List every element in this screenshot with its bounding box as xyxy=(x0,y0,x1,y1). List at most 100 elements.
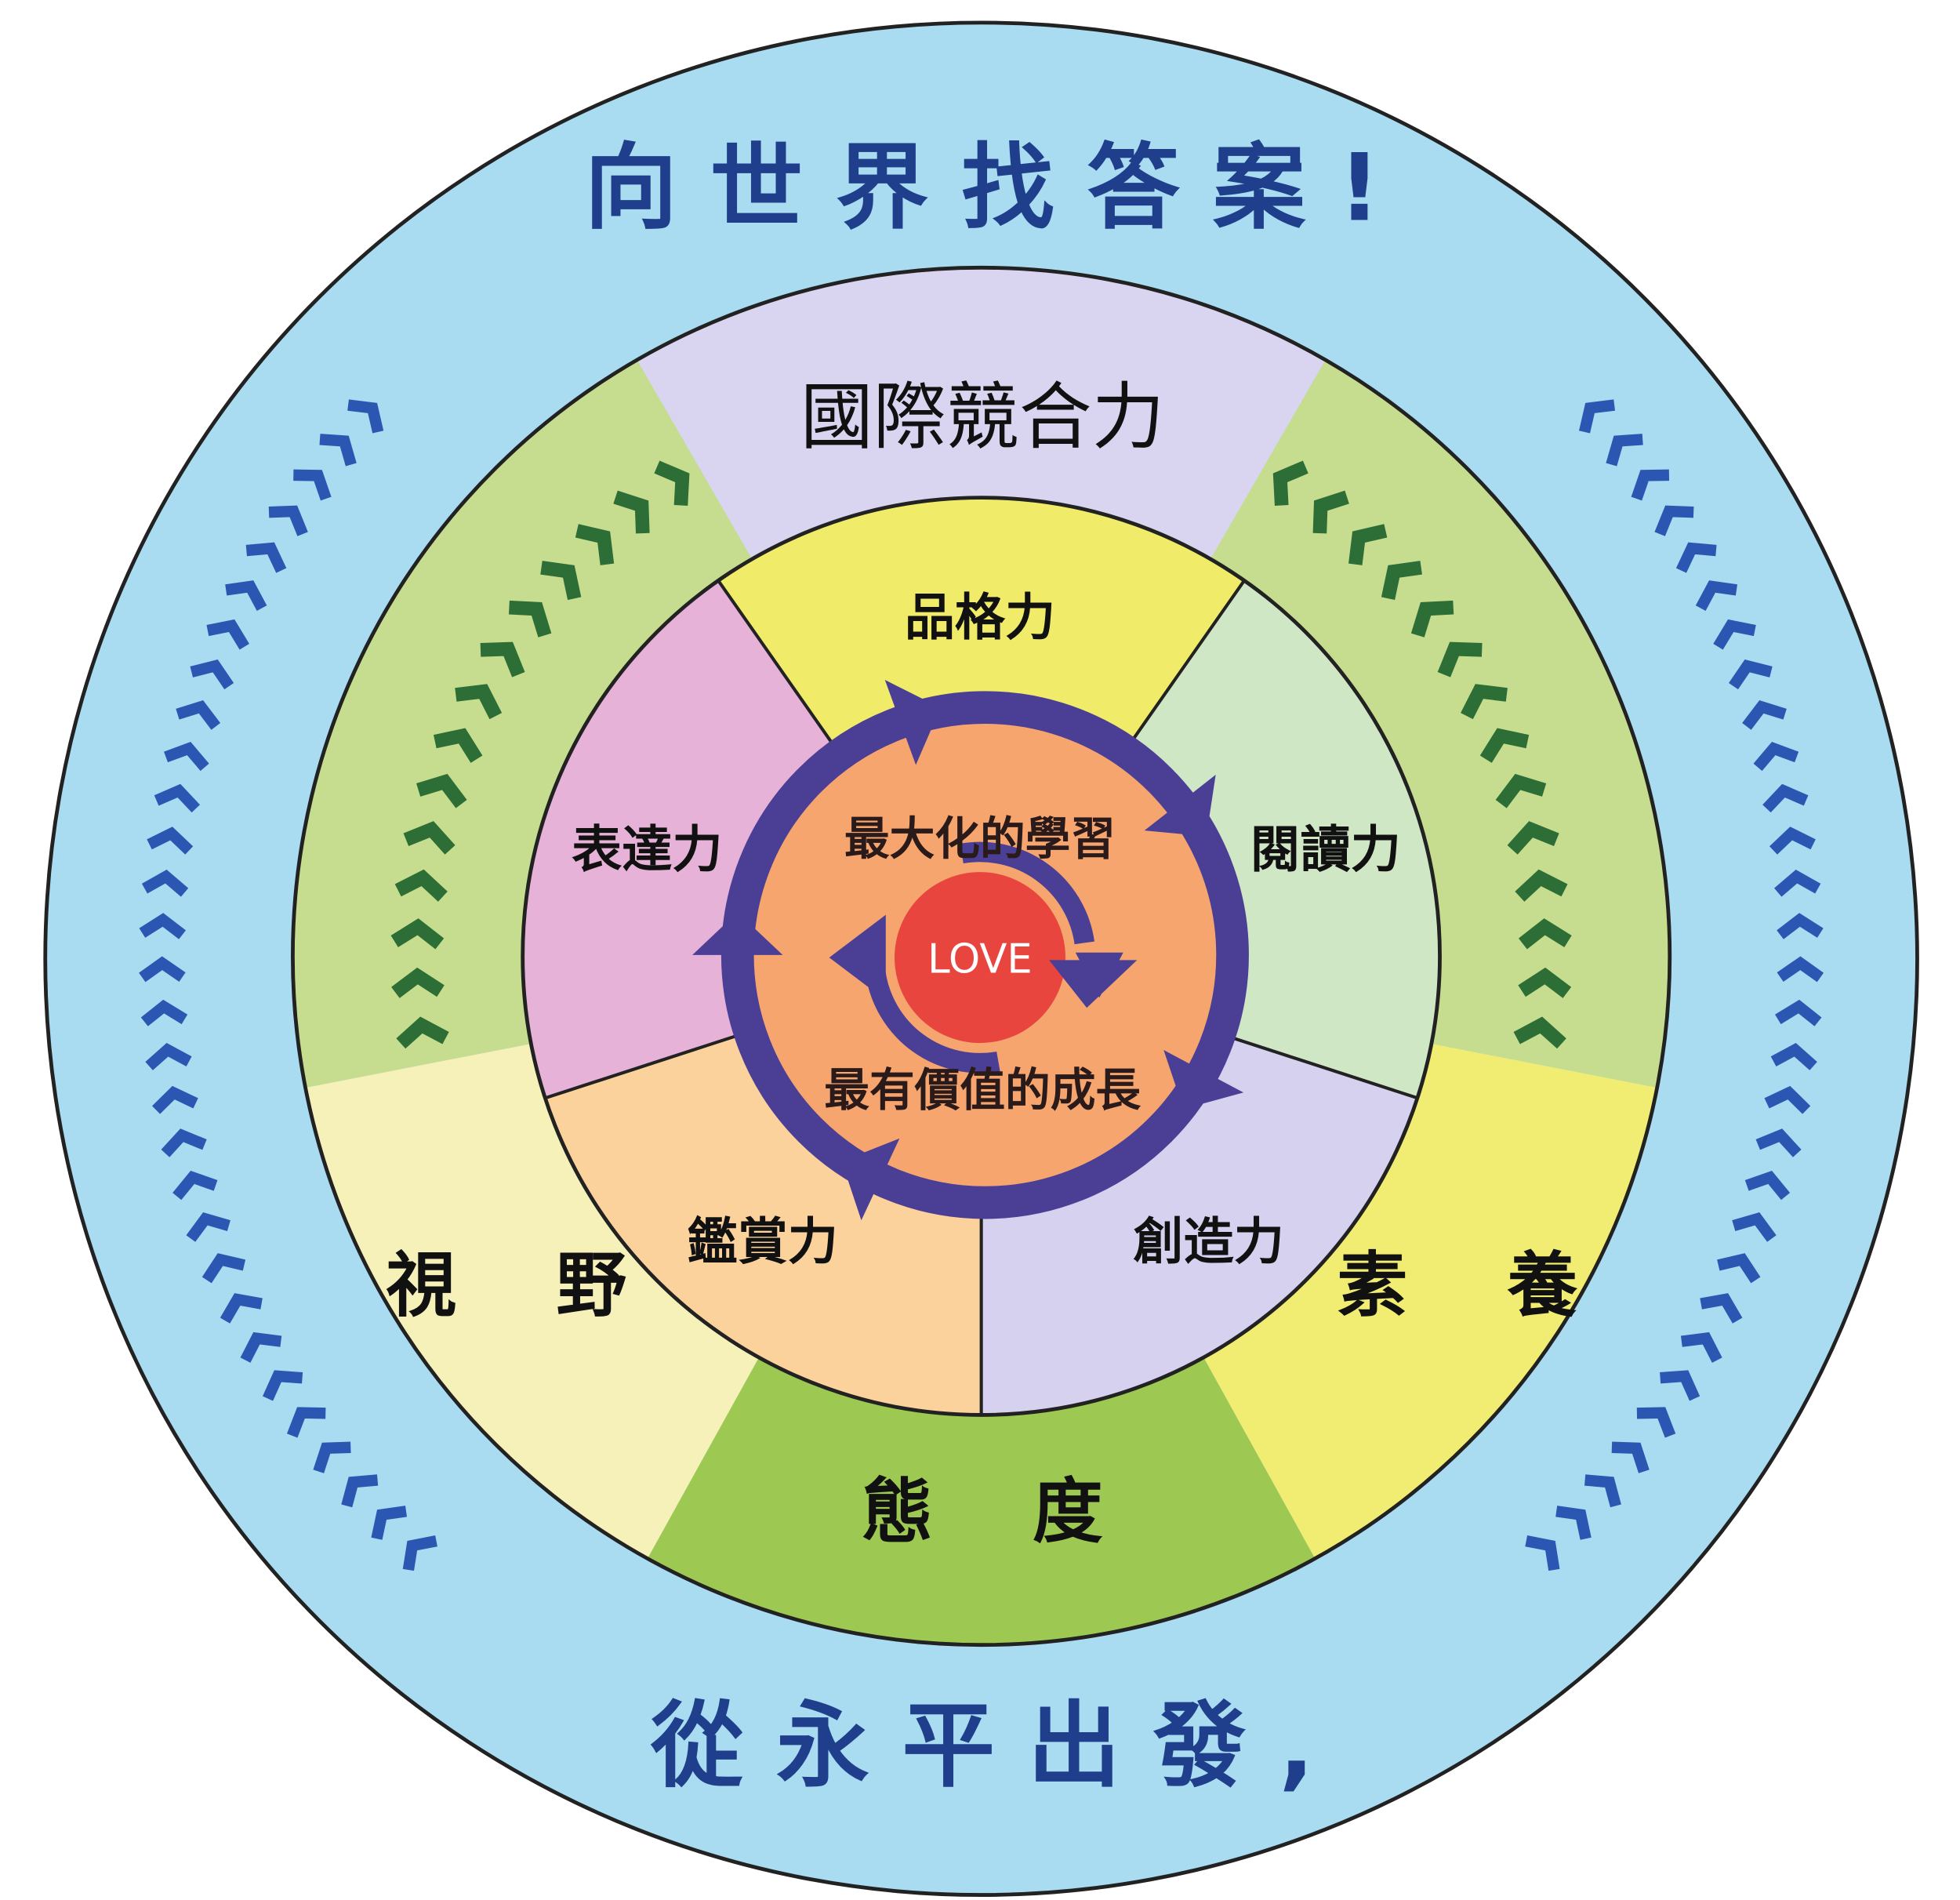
chevron-icon xyxy=(416,773,467,808)
chevron-icon xyxy=(1495,773,1547,808)
cycle-arrowhead-icon xyxy=(884,680,941,765)
chevron-icon xyxy=(1584,1474,1621,1508)
chevron-icon xyxy=(190,659,234,690)
chevron-icon xyxy=(1675,542,1717,573)
chevron-icon xyxy=(575,524,615,565)
label-maximized-learning: 最大化的學習 xyxy=(844,812,1116,866)
chevron-icon xyxy=(1660,1370,1700,1401)
chevron-icon xyxy=(147,826,194,855)
chevron-icon xyxy=(201,1253,246,1284)
chevron-icon xyxy=(1636,1407,1676,1438)
label-attitude: 態 度 xyxy=(862,1471,1141,1553)
chevron-icon xyxy=(1742,700,1787,730)
cycle-arrowhead-icon xyxy=(1163,1050,1244,1110)
chevron-icon xyxy=(1700,1293,1743,1324)
chevron-icon xyxy=(1525,1535,1560,1571)
chevron-icon xyxy=(434,728,483,763)
chevron-icon xyxy=(1770,1042,1817,1070)
label-vision: 視 野 xyxy=(386,1245,664,1327)
chevron-icon xyxy=(161,1128,207,1157)
chevron-icon xyxy=(1777,913,1824,939)
label-creativity: 創造力 xyxy=(1134,1214,1284,1272)
chevron-icon xyxy=(654,460,690,506)
chevron-icon xyxy=(391,967,445,998)
label-literacy: 素 養 xyxy=(1338,1245,1616,1327)
chevron-icon xyxy=(1479,728,1530,763)
chevron-icon xyxy=(1680,1331,1722,1363)
chevron-icon xyxy=(613,490,650,534)
chevron-icon xyxy=(1381,561,1422,601)
chevron-arrows xyxy=(139,399,1824,1571)
chevron-icon xyxy=(1515,869,1568,902)
chevron-icon xyxy=(1777,956,1824,983)
chevron-icon xyxy=(341,1474,379,1508)
label-reading: 閱讀力 xyxy=(1250,822,1401,880)
chevron-icon xyxy=(319,434,357,467)
cycle-arrowhead-icon xyxy=(841,1138,900,1221)
chevron-icon xyxy=(1744,1170,1791,1201)
chevron-icon xyxy=(403,821,456,855)
chevron-icon xyxy=(1631,469,1670,501)
label-most-valuable-growth: 最有價值的成長 xyxy=(824,1063,1141,1117)
love-circle xyxy=(895,872,1065,1044)
bottom-slogan: 從永平出發, xyxy=(650,1692,1347,1800)
chevron-icon xyxy=(1762,783,1809,813)
chevron-icon xyxy=(1755,1128,1802,1157)
arrowhead-right-icon xyxy=(1049,960,1138,1008)
chevron-icon xyxy=(540,561,582,601)
label-expression: 表達力 xyxy=(572,822,722,880)
cycle-arrowhead-icon xyxy=(1144,775,1216,837)
chevron-icon xyxy=(154,783,201,813)
chevron-icon xyxy=(151,1085,198,1114)
label-character: 品格力 xyxy=(905,589,1055,647)
inner-ring-border xyxy=(521,496,1442,1417)
chevron-icon xyxy=(480,641,525,678)
chevron-icon xyxy=(1312,490,1349,534)
chevron-icon xyxy=(1732,1212,1777,1242)
chevron-icon xyxy=(1507,821,1559,855)
chevron-icon xyxy=(139,913,187,939)
chevron-icon xyxy=(141,870,189,897)
chevron-icon xyxy=(1513,1016,1566,1049)
chevron-icon xyxy=(1717,1253,1761,1284)
chevron-icon xyxy=(402,1535,437,1571)
chevron-icon xyxy=(240,1331,282,1363)
arrowhead-left-icon xyxy=(829,914,886,1001)
chevron-icon xyxy=(1729,659,1773,690)
chevron-icon xyxy=(390,918,445,950)
chevron-icon xyxy=(1654,505,1694,536)
chevron-icon xyxy=(1437,641,1483,678)
chevron-icon xyxy=(394,869,448,902)
chevron-icon xyxy=(1461,684,1508,720)
label-international-competitiveness: 國際競合力 xyxy=(800,375,1165,460)
chevron-icon xyxy=(172,1170,218,1201)
chevron-icon xyxy=(1611,1441,1650,1473)
chevron-icon xyxy=(371,1506,408,1540)
chevron-icon xyxy=(206,619,249,650)
chevron-icon xyxy=(176,700,221,730)
chevron-icon xyxy=(455,684,503,720)
chevron-icon xyxy=(1410,600,1454,638)
chevron-icon xyxy=(186,1212,230,1242)
chevron-icon xyxy=(262,1370,303,1401)
chevron-icon xyxy=(508,600,552,638)
chevron-icon xyxy=(1713,619,1756,650)
chevron-icon xyxy=(1695,580,1737,611)
cycle-arrowhead-icon xyxy=(692,912,783,955)
swirl-arrow-right xyxy=(960,841,1094,945)
chevron-icon xyxy=(164,742,209,772)
chevron-icon xyxy=(268,505,308,536)
chevron-icon xyxy=(1272,460,1308,506)
chevron-icon xyxy=(139,956,186,983)
chevron-icon xyxy=(347,399,384,434)
label-love: LOVE xyxy=(927,935,1033,983)
chevron-icon xyxy=(1769,826,1816,855)
middle-ring-border xyxy=(291,265,1672,1648)
chevron-icon xyxy=(220,1293,263,1324)
chevron-icon xyxy=(1753,742,1799,772)
chevron-icon xyxy=(1775,999,1822,1026)
chevron-icon xyxy=(1518,918,1572,950)
chevron-icon xyxy=(145,1042,192,1070)
chevron-icon xyxy=(1348,524,1388,565)
